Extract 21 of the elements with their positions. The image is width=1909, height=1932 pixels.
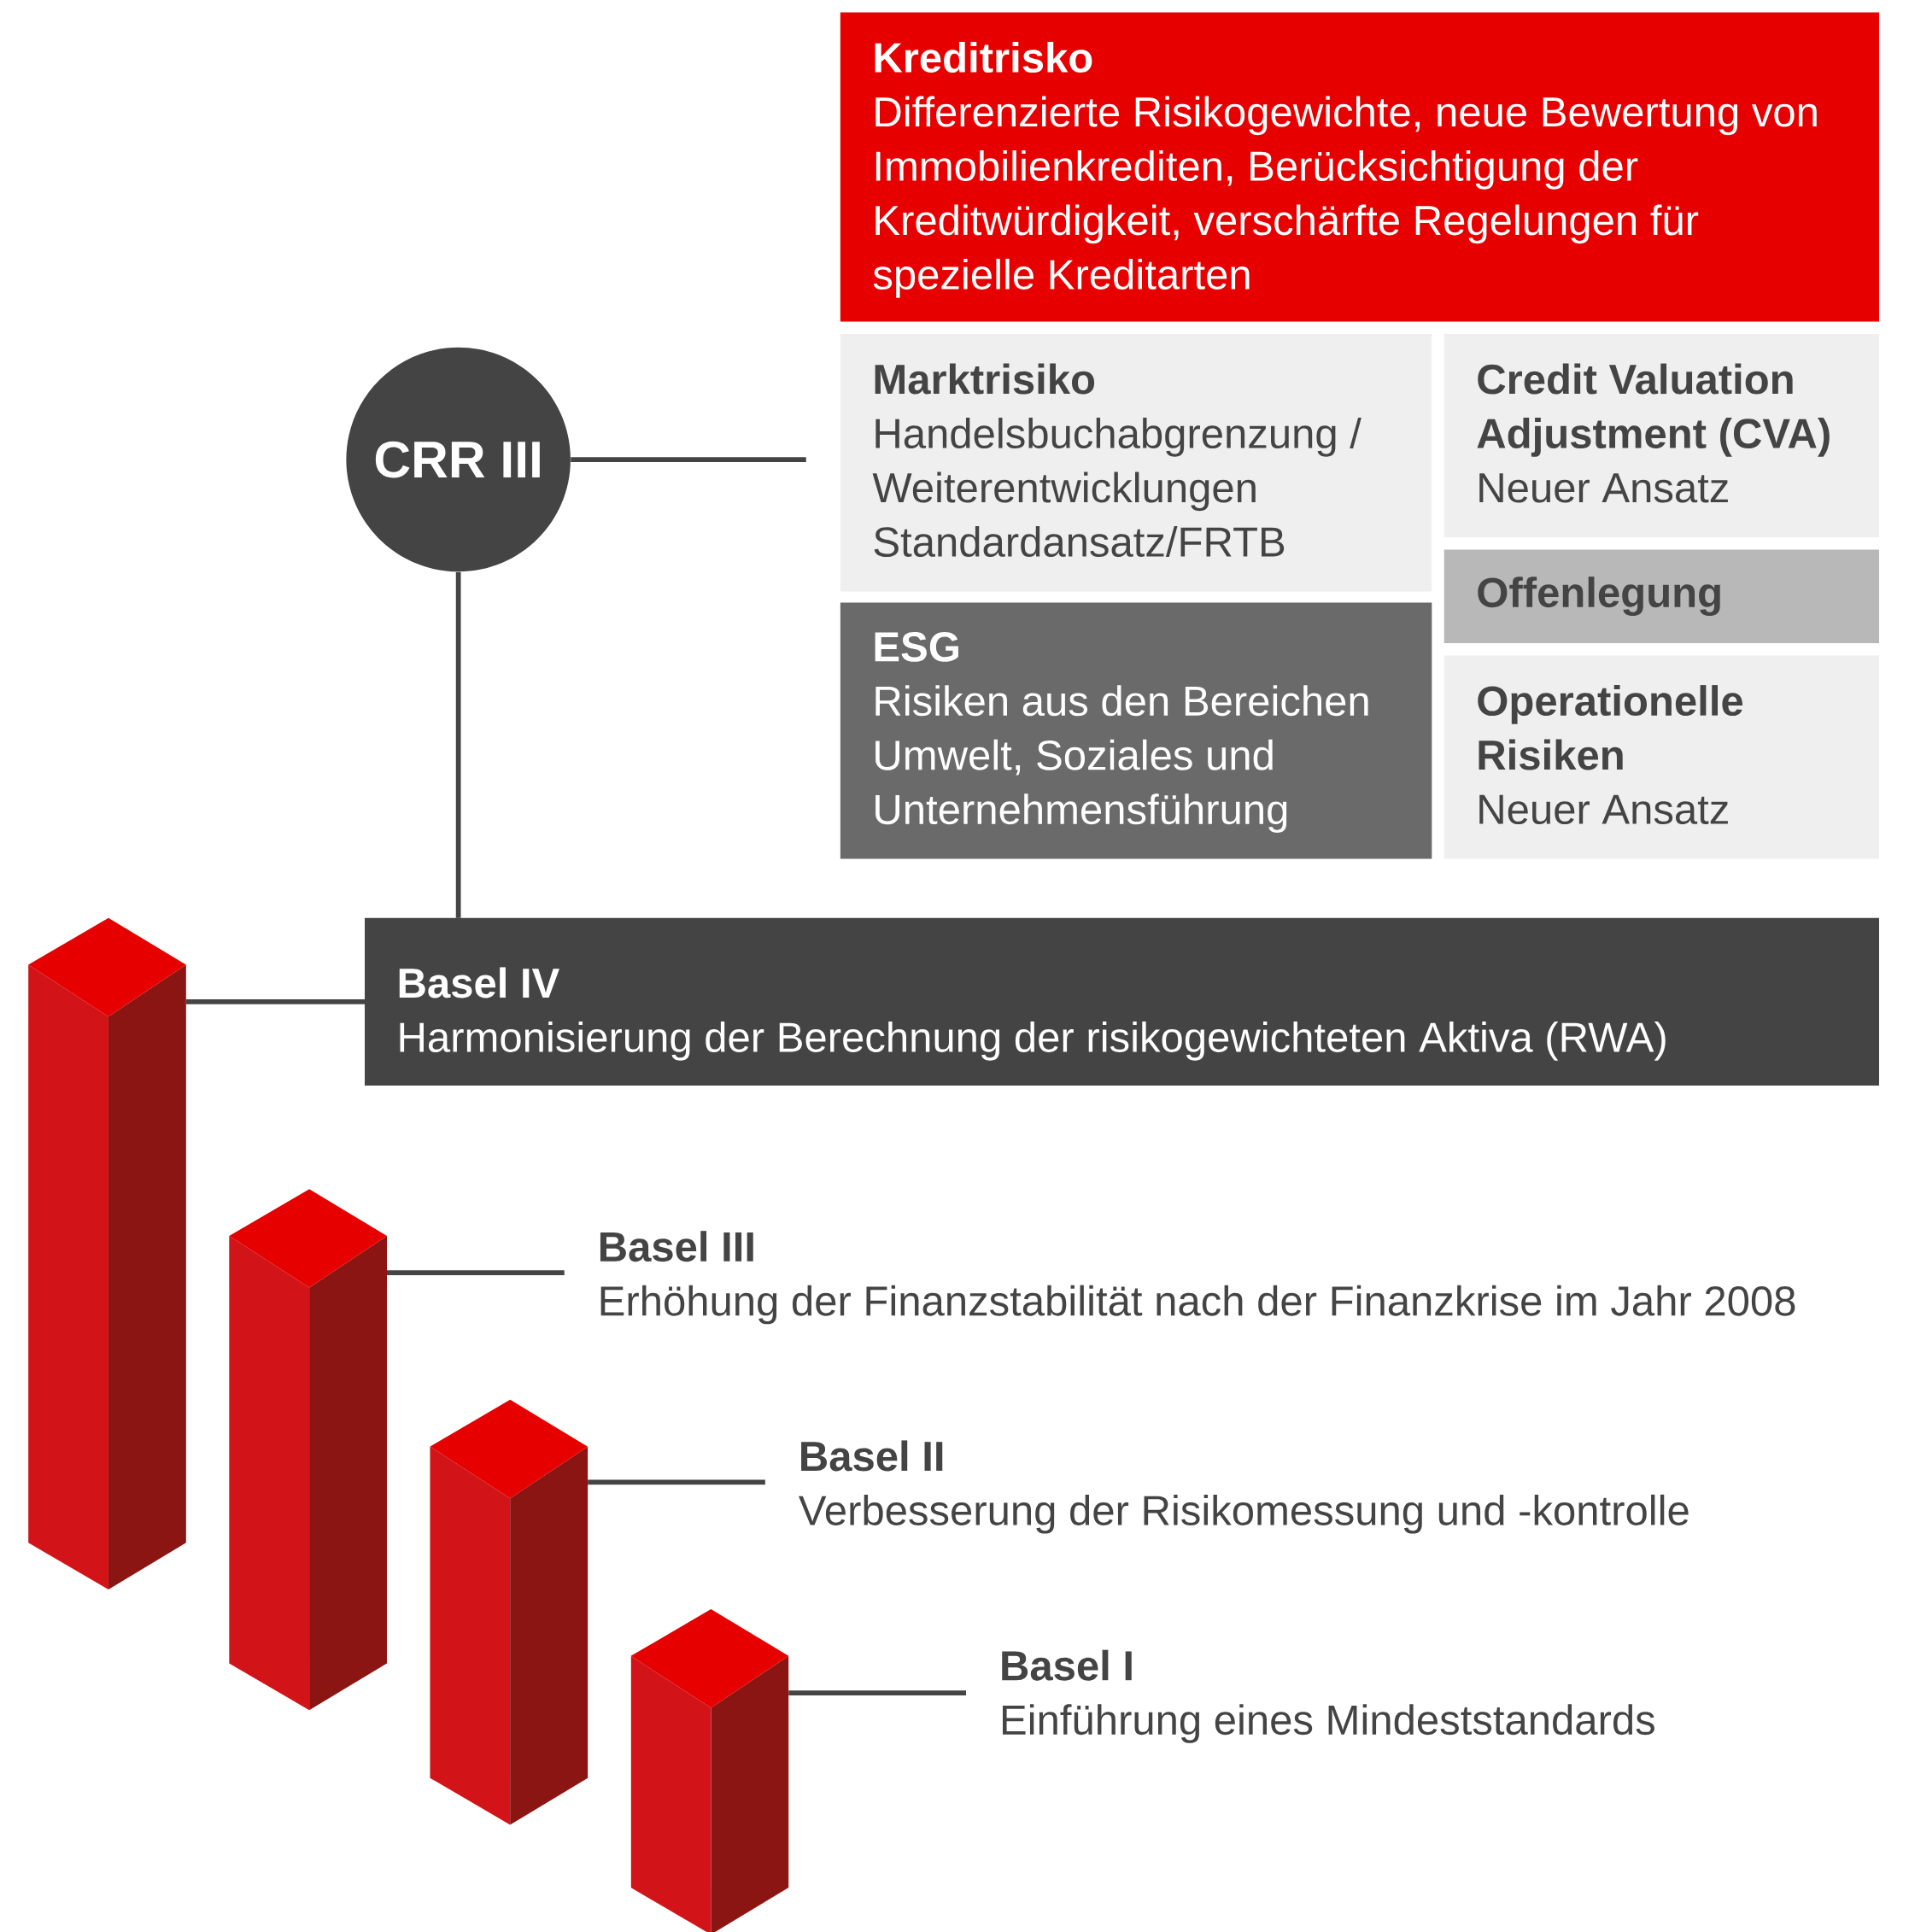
connector-line [588,1479,766,1485]
risk-box: Kreditrisko Differenzierte Risikogewichte, neue Bewertung von Immobilienkrediten, Berücksichtigung der Kreditwürdigkeit, verschärfte Regelungen für spezielle Kreditarten [840,12,1880,322]
circle-badge: CRR III [346,347,571,572]
milestone-text: Basel I Einführung eines Mindeststandards [1002,1649,1655,1743]
risk-box: Credit Valuation Adjustment (CVA) Neuer Ansatz [1443,333,1880,537]
connector-line [571,457,806,462]
connector-line [387,1270,565,1276]
risk-box: Offenlegung [1443,549,1880,644]
risk-box: Operationelle Risiken Neuer Ansatz [1443,655,1880,859]
milestone-text: Basel II Verbesserung der Risikomessung und -kontrolle [799,1440,1689,1534]
risk-box: Marktrisiko Handelsbuchabgrenzung / Weiterentwicklungen Standardansatz/FRTB [840,333,1432,592]
basel-box: Basel IV Harmonisierung der Berechnung der risikogewichteten Aktiva (RWA) [365,917,1880,1086]
connector-line [186,998,366,1004]
connector-line [455,571,461,918]
connector-line [788,1690,967,1696]
bar-drawing [630,1609,789,1932]
bar-drawing [229,1189,388,1711]
risk-box: ESG Risiken aus den Bereichen Umwelt, Soziales und Unternehmensführung [840,602,1432,859]
milestone-text: Basel III Erhöhung der Finanzstabilität nach der Finanzkrise im Jahr 2008 [600,1231,1795,1325]
bar-drawing [430,1399,589,1825]
bar-drawing [28,917,187,1590]
